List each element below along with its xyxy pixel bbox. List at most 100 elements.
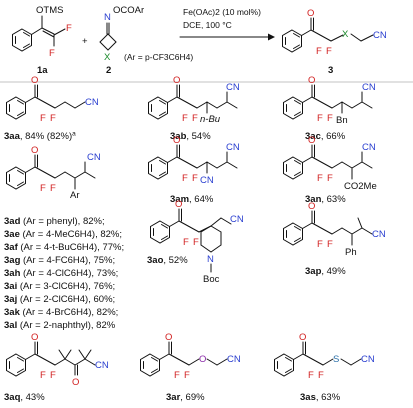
svg-text:F: F (183, 237, 189, 248)
svg-text:3ae (Ar = 4-MeC6H4), 82%;: 3ae (Ar = 4-MeC6H4), 82%; (4, 229, 122, 240)
svg-text:O: O (31, 145, 38, 156)
svg-text:Bn: Bn (336, 115, 348, 126)
product-caption: 3ar, 69% (166, 392, 205, 403)
svg-text:O: O (308, 135, 315, 146)
product-caption: 3ab, 54% (170, 131, 211, 142)
conditions-text: DCE, 100 °C (183, 20, 232, 30)
svg-text:3af (Ar = 4-t-BuC6H4), 77%;: 3af (Ar = 4-t-BuC6H4), 77%; (4, 242, 124, 253)
svg-text:CN: CN (95, 360, 109, 371)
svg-text:O: O (31, 75, 38, 86)
reactant-2: N OCOAr X (Ar = p-CF3C6H4) 2 (99, 5, 193, 76)
product-3ao: O CN N Boc F F 3ao, 52% (147, 199, 244, 285)
svg-text:3ag (Ar = 4-FC6H4), 75%;: 3ag (Ar = 4-FC6H4), 75%; (4, 255, 115, 266)
svg-text:O: O (299, 332, 306, 343)
svg-text:3ak (Ar = 4-BrC6H4), 82%;: 3ak (Ar = 4-BrC6H4), 82%; (4, 307, 118, 318)
svg-text:F: F (317, 173, 323, 184)
svg-text:F: F (327, 239, 333, 250)
oxime-nitrogen: N (104, 12, 111, 23)
svg-text:F: F (184, 370, 190, 381)
product-caption: 3an, 63% (305, 194, 346, 205)
catalyst-text: Fe(OAc)2 (10 mol%) (183, 7, 261, 17)
ring-atom-x: X (104, 52, 111, 63)
svg-text:CN: CN (362, 82, 376, 93)
product-3ar: O O CN F F 3ar, 69% (141, 332, 241, 403)
svg-text:F: F (193, 237, 199, 248)
product-3aq: O O CN F F 3aq, 43% (4, 332, 109, 403)
svg-text:O: O (173, 135, 180, 146)
svg-text:CN: CN (227, 354, 241, 365)
svg-text:F: F (182, 113, 188, 124)
svg-text:S: S (333, 354, 339, 365)
svg-text:F: F (192, 173, 198, 184)
svg-text:3ah (Ar = 4-ClC6H4), 73%;: 3ah (Ar = 4-ClC6H4), 73%; (4, 268, 118, 279)
fluorine-atom: F (66, 23, 72, 34)
svg-text:Ar: Ar (70, 190, 80, 201)
svg-text:O: O (308, 201, 315, 212)
svg-text:CN: CN (226, 82, 240, 93)
product-caption: 3as, 63% (300, 392, 341, 403)
product-caption: 3ao, 52% (147, 255, 188, 266)
svg-text:F: F (318, 370, 324, 381)
svg-text:3ad (Ar = phenyl), 82%;: 3ad (Ar = phenyl), 82%; (4, 216, 105, 227)
reagent-1a-label: 1a (37, 65, 48, 76)
svg-text:F: F (40, 370, 46, 381)
plus-sign: + (82, 36, 88, 47)
svg-text:O: O (31, 332, 38, 343)
svg-text:CO2Me: CO2Me (344, 181, 377, 192)
svg-text:CN: CN (87, 152, 101, 163)
svg-text:n-Bu: n-Bu (200, 114, 221, 125)
svg-text:O: O (165, 332, 172, 343)
svg-text:F: F (327, 113, 333, 124)
reactant-1a: OTMS F F 1a (12, 5, 72, 76)
svg-text:CN: CN (85, 97, 99, 108)
svg-text:CN: CN (226, 142, 240, 153)
svg-text:Boc: Boc (203, 274, 220, 285)
svg-text:O: O (173, 75, 180, 86)
product-3ab: O CN n-Bu F F 3ab, 54% (149, 75, 240, 142)
svg-text:CN: CN (361, 354, 375, 365)
svg-text:CN: CN (362, 142, 376, 153)
ocoar-group: OCOAr (113, 5, 144, 16)
product-3aa: O CN F F 3aa, 84% (82%)a (4, 75, 99, 142)
reaction-arrow: Fe(OAc)2 (10 mol%) DCE, 100 °C (179, 7, 275, 41)
product-caption: 3aq, 43% (4, 392, 45, 403)
svg-text:F: F (50, 370, 56, 381)
nitrile-group: CN (373, 30, 387, 41)
svg-text:F: F (317, 239, 323, 250)
svg-text:CN: CN (372, 229, 386, 240)
svg-text:Ph: Ph (345, 247, 357, 258)
svg-text:F: F (327, 173, 333, 184)
product-caption: 3ap, 49% (305, 266, 346, 277)
svg-text:3ai (Ar = 3-ClC6H4), 76%;: 3ai (Ar = 3-ClC6H4), 76%; (4, 281, 115, 292)
fluorine-atom: F (49, 48, 55, 59)
product-caption: 3ac, 66% (305, 131, 346, 142)
fluorine-atom: F (326, 46, 332, 57)
product-3am: O CN CN F F 3am, 64% (149, 135, 240, 205)
product-caption: 3am, 64% (170, 194, 214, 205)
svg-text:F: F (317, 113, 323, 124)
product-3an: O CN CO2Me F F 3an, 63% (284, 135, 377, 205)
otms-group: OTMS (36, 5, 63, 16)
aryl-definition: (Ar = p-CF3C6H4) (124, 52, 193, 62)
svg-text:3al (Ar = 2-naphthyl), 82%: 3al (Ar = 2-naphthyl), 82% (4, 320, 116, 331)
product-3ac: O CN Bn F F 3ac, 66% (284, 75, 376, 142)
product-caption: 3aa, 84% (82%)a (4, 131, 76, 143)
svg-text:O: O (308, 75, 315, 86)
linker-x: X (342, 29, 349, 40)
product-3ap: O CN Ph F F 3ap, 49% (284, 201, 386, 277)
svg-text:F: F (308, 370, 314, 381)
svg-text:F: F (40, 183, 46, 194)
svg-text:F: F (50, 113, 56, 124)
svg-text:N: N (207, 254, 214, 265)
carbonyl-oxygen: O (307, 8, 314, 19)
svg-text:O: O (72, 377, 79, 388)
svg-text:CN: CN (200, 175, 214, 186)
reagent-2-label: 2 (106, 65, 111, 76)
ar-series-list: 3ad (Ar = phenyl), 82%; 3ae (Ar = 4-MeC6… (4, 216, 124, 331)
product-3ad-series: O CN Ar F F (7, 145, 101, 201)
product-3-label: 3 (328, 65, 333, 76)
svg-text:CN: CN (230, 214, 244, 225)
svg-text:O: O (199, 354, 206, 365)
svg-text:F: F (174, 370, 180, 381)
